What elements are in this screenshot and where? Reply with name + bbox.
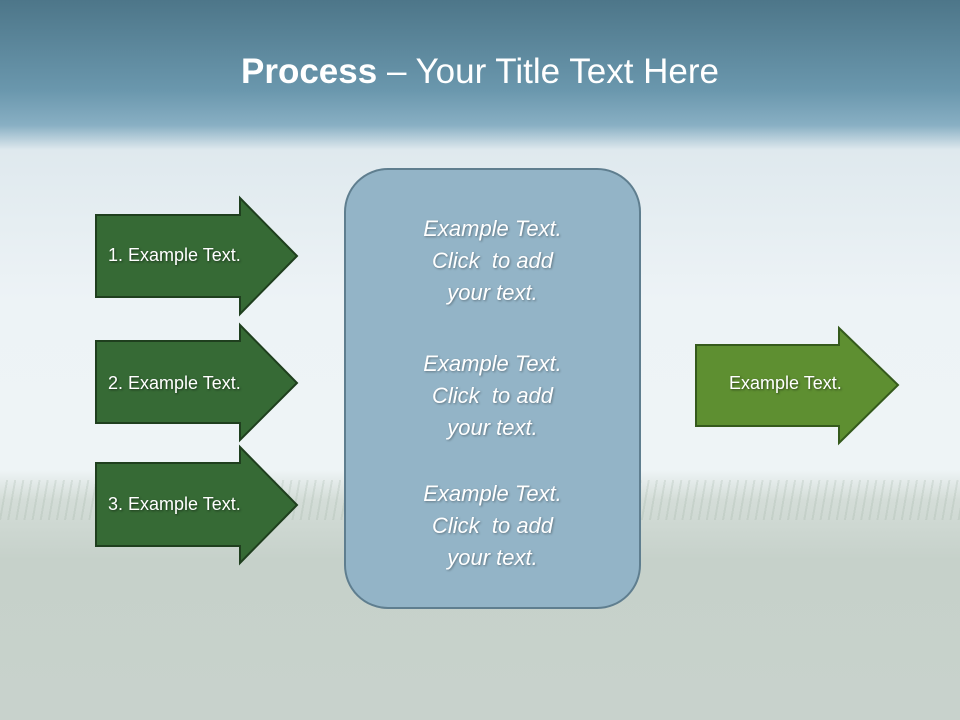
center-paragraph-1[interactable]: Example Text. Click to add your text. (344, 213, 641, 309)
line: your text. (447, 280, 538, 305)
arrow-2-label: 2. Example Text. (108, 373, 241, 393)
center-paragraph-3[interactable]: Example Text. Click to add your text. (344, 478, 641, 574)
arrow-1[interactable] (95, 195, 299, 317)
arrow-2[interactable] (95, 322, 299, 443)
line: Click to add (431, 383, 554, 408)
title-rest: – Your Title Text Here (377, 52, 719, 91)
title-bold: Process (241, 52, 378, 91)
line: Example Text. (423, 481, 562, 506)
arrow-3[interactable] (95, 444, 299, 566)
center-paragraph-2[interactable]: Example Text. Click to add your text. (344, 348, 641, 444)
line: your text. (447, 415, 538, 440)
slide-title[interactable]: Process – Your Title Text Here (0, 52, 960, 92)
line: your text. (447, 545, 538, 570)
right-arrow-label: Example Text. (729, 373, 842, 393)
line: Example Text. (423, 351, 562, 376)
arrow-3-label: 3. Example Text. (108, 494, 241, 514)
center-text-box[interactable] (344, 168, 641, 609)
arrow-1-label: 1. Example Text. (108, 245, 241, 265)
arrow-right[interactable] (695, 325, 900, 446)
line: Click to add (431, 248, 554, 273)
line: Click to add (431, 513, 554, 538)
line: Example Text. (423, 216, 562, 241)
